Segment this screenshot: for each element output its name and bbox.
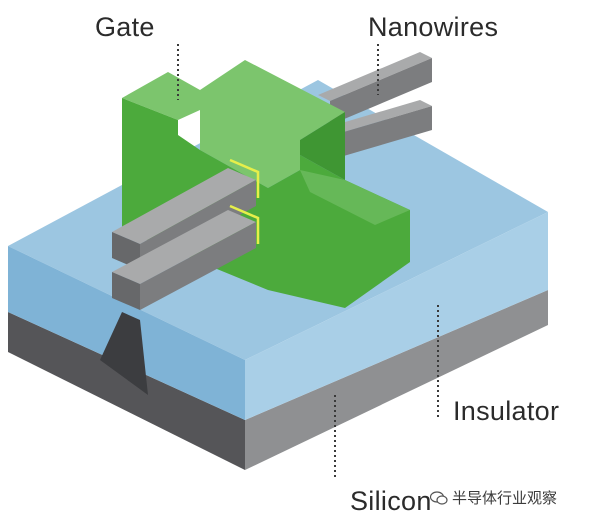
nanowire-back-upper [318,52,432,101]
nanowire-front-lower-top [112,210,256,284]
watermark: 半导体行业观察 [430,487,557,508]
silicon-side-face [245,290,548,470]
gate-side-face [300,112,345,180]
trench-cut [100,312,148,395]
nanowire-back-lower [318,100,432,136]
silicon-label: Silicon [350,486,432,516]
nanowire-front-lower-end [112,272,140,310]
nanowire-front-group [112,158,260,310]
insulator-side-face [245,212,548,420]
gate-top-face [122,60,345,188]
leader-lines [177,44,439,480]
silicon-front-face [8,312,245,470]
wechat-icon [430,490,448,505]
nanowire-back-lower-front [330,106,432,160]
gate-right-top-face [300,170,410,225]
nanowire-front-upper-top [112,168,256,244]
watermark-text: 半导体行业观察 [452,489,558,507]
gate-front-face-right [268,155,410,308]
nanowire-front-lower-front [140,222,256,310]
insulator-label: Insulator [453,396,560,426]
nanowire-back-upper-front [330,58,432,125]
gate-dielectric-highlight-upper [229,158,260,198]
gate-dielectric-highlight-lower [229,204,260,244]
nanowire-front-upper-end [112,232,140,270]
nanowire-back-group [318,52,432,160]
silicon-layer [8,290,548,470]
gate-label: Gate [95,12,155,42]
nanowires-label: Nanowires [368,12,499,42]
